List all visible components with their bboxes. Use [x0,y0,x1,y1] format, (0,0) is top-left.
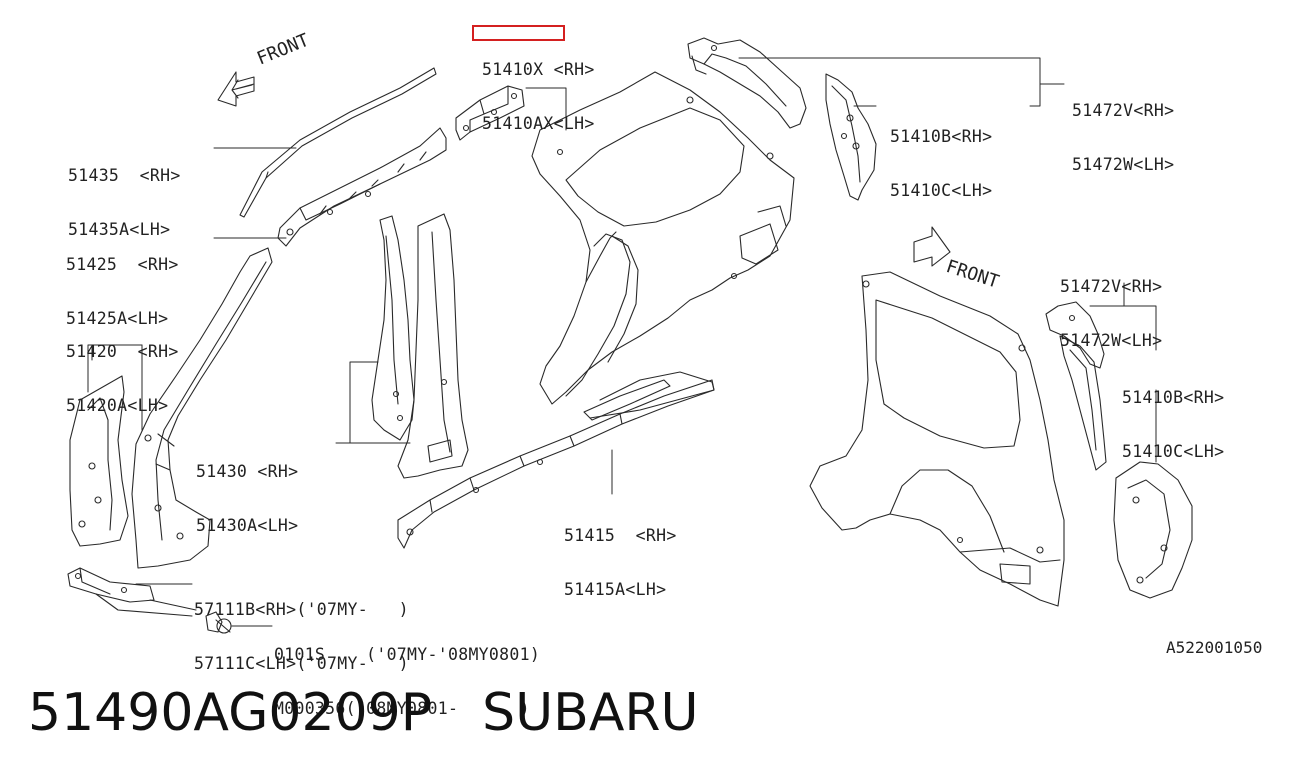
callout-51435[interactable]: 51435 <RH> 51435A<LH> [68,131,181,275]
part-51410b-top [826,74,876,200]
front-arrow-icon-right [914,227,950,266]
callout-rh: 51410X <RH> [482,60,595,79]
part-51472v-right [1046,302,1104,368]
callout-lh: 51420A<LH> [66,396,169,415]
brand-name: SUBARU [482,683,699,743]
callout-rh: 51425 <RH> [66,255,179,274]
parts-diagram: FRONT FRONT 51410X <RH> 51410AX<LH> 5147… [0,0,1306,718]
part-wheelhouse-right [1114,462,1192,598]
part-number: 51490AG0209P [28,683,433,743]
callout-rh: 57111B<RH>('07MY- ) [194,600,409,619]
part-51420-lower-piece [70,376,128,546]
callout-rh: 51410B<RH> [890,127,993,146]
callout-rh: 51430 <RH> [196,462,299,481]
part-51415-sill [398,380,714,548]
highlight-box [472,25,565,41]
callout-rh: 51420 <RH> [66,342,179,361]
part-51472v-top [688,38,806,128]
callout-lh: 51425A<LH> [66,309,169,328]
callout-51430[interactable]: 51430 <RH> 51430A<LH> [196,427,298,571]
callout-lh: 51415A<LH> [564,580,667,599]
part-51430-pillar-b [398,214,468,478]
part-quarter-inner-panel [532,72,794,418]
callout-lh: 51472W<LH> [1072,155,1175,174]
callout-lh: 57111C<LH>('07MY- ) [194,654,409,673]
callout-lh: 51430A<LH> [196,516,299,535]
part-51420-a-pillar [132,248,272,568]
callout-51410x[interactable]: 51410X <RH> 51410AX<LH> [482,25,595,169]
callout-rh: 51415 <RH> [564,526,677,545]
bolt-icon [206,612,232,634]
callout-lh: 51435A<LH> [68,220,171,239]
callout-57111[interactable]: 57111B<RH>('07MY- ) 57111C<LH>('07MY- ) [194,565,409,709]
diagram-reference-code: A522001050 [1166,638,1263,657]
callout-51410bc-right[interactable]: 51410B<RH> 51410C<LH> [1122,353,1224,497]
diagram-drawing [0,0,1306,634]
callout-lh: 51410AX<LH> [482,114,595,133]
callout-51415[interactable]: 51415 <RH> 51415A<LH> [564,491,677,635]
leader-lines [88,58,1156,626]
part-51410x-bracket [456,86,524,140]
callout-rh: 0101S ('07MY-'08MY0801) [274,645,541,664]
callout-lh: 51472W<LH> [1060,331,1163,350]
part-51425-roof-inner [278,128,446,246]
part-51410b-right [1060,336,1106,470]
callout-51472vw-right[interactable]: 51472V<RH> 51472W<LH> [1060,242,1162,386]
callout-lh: 51410C<LH> [890,181,993,200]
callout-lh: 51410C<LH> [1122,442,1225,461]
callout-lh: M000356('08MY0801- ) [274,699,530,718]
callout-51425[interactable]: 51425 <RH> 51425A<LH> [66,220,179,364]
footer-caption: 51490AG0209P SUBARU [28,683,699,743]
callout-51420[interactable]: 51420 <RH> 51420A<LH> [66,307,179,451]
part-quarter-outer-panel [810,272,1064,606]
front-arrow-icon-top [218,72,254,106]
callout-51410bc-top[interactable]: 51410B<RH> 51410C<LH> [890,92,992,236]
callout-rh: 51472V<RH> [1060,277,1163,296]
callout-rh: 51435 <RH> [68,166,181,185]
part-51430-pillar-a [372,216,414,440]
callout-rh: 51472V<RH> [1072,101,1175,120]
callout-0101s[interactable]: 0101S ('07MY-'08MY0801) M000356('08MY080… [274,610,540,754]
callout-rh: 51410B<RH> [1122,388,1225,407]
part-51435-rail [240,68,436,217]
part-57111-bracket [68,568,196,616]
callout-51472vw-top[interactable]: 51472V<RH> 51472W<LH> [1072,66,1174,210]
